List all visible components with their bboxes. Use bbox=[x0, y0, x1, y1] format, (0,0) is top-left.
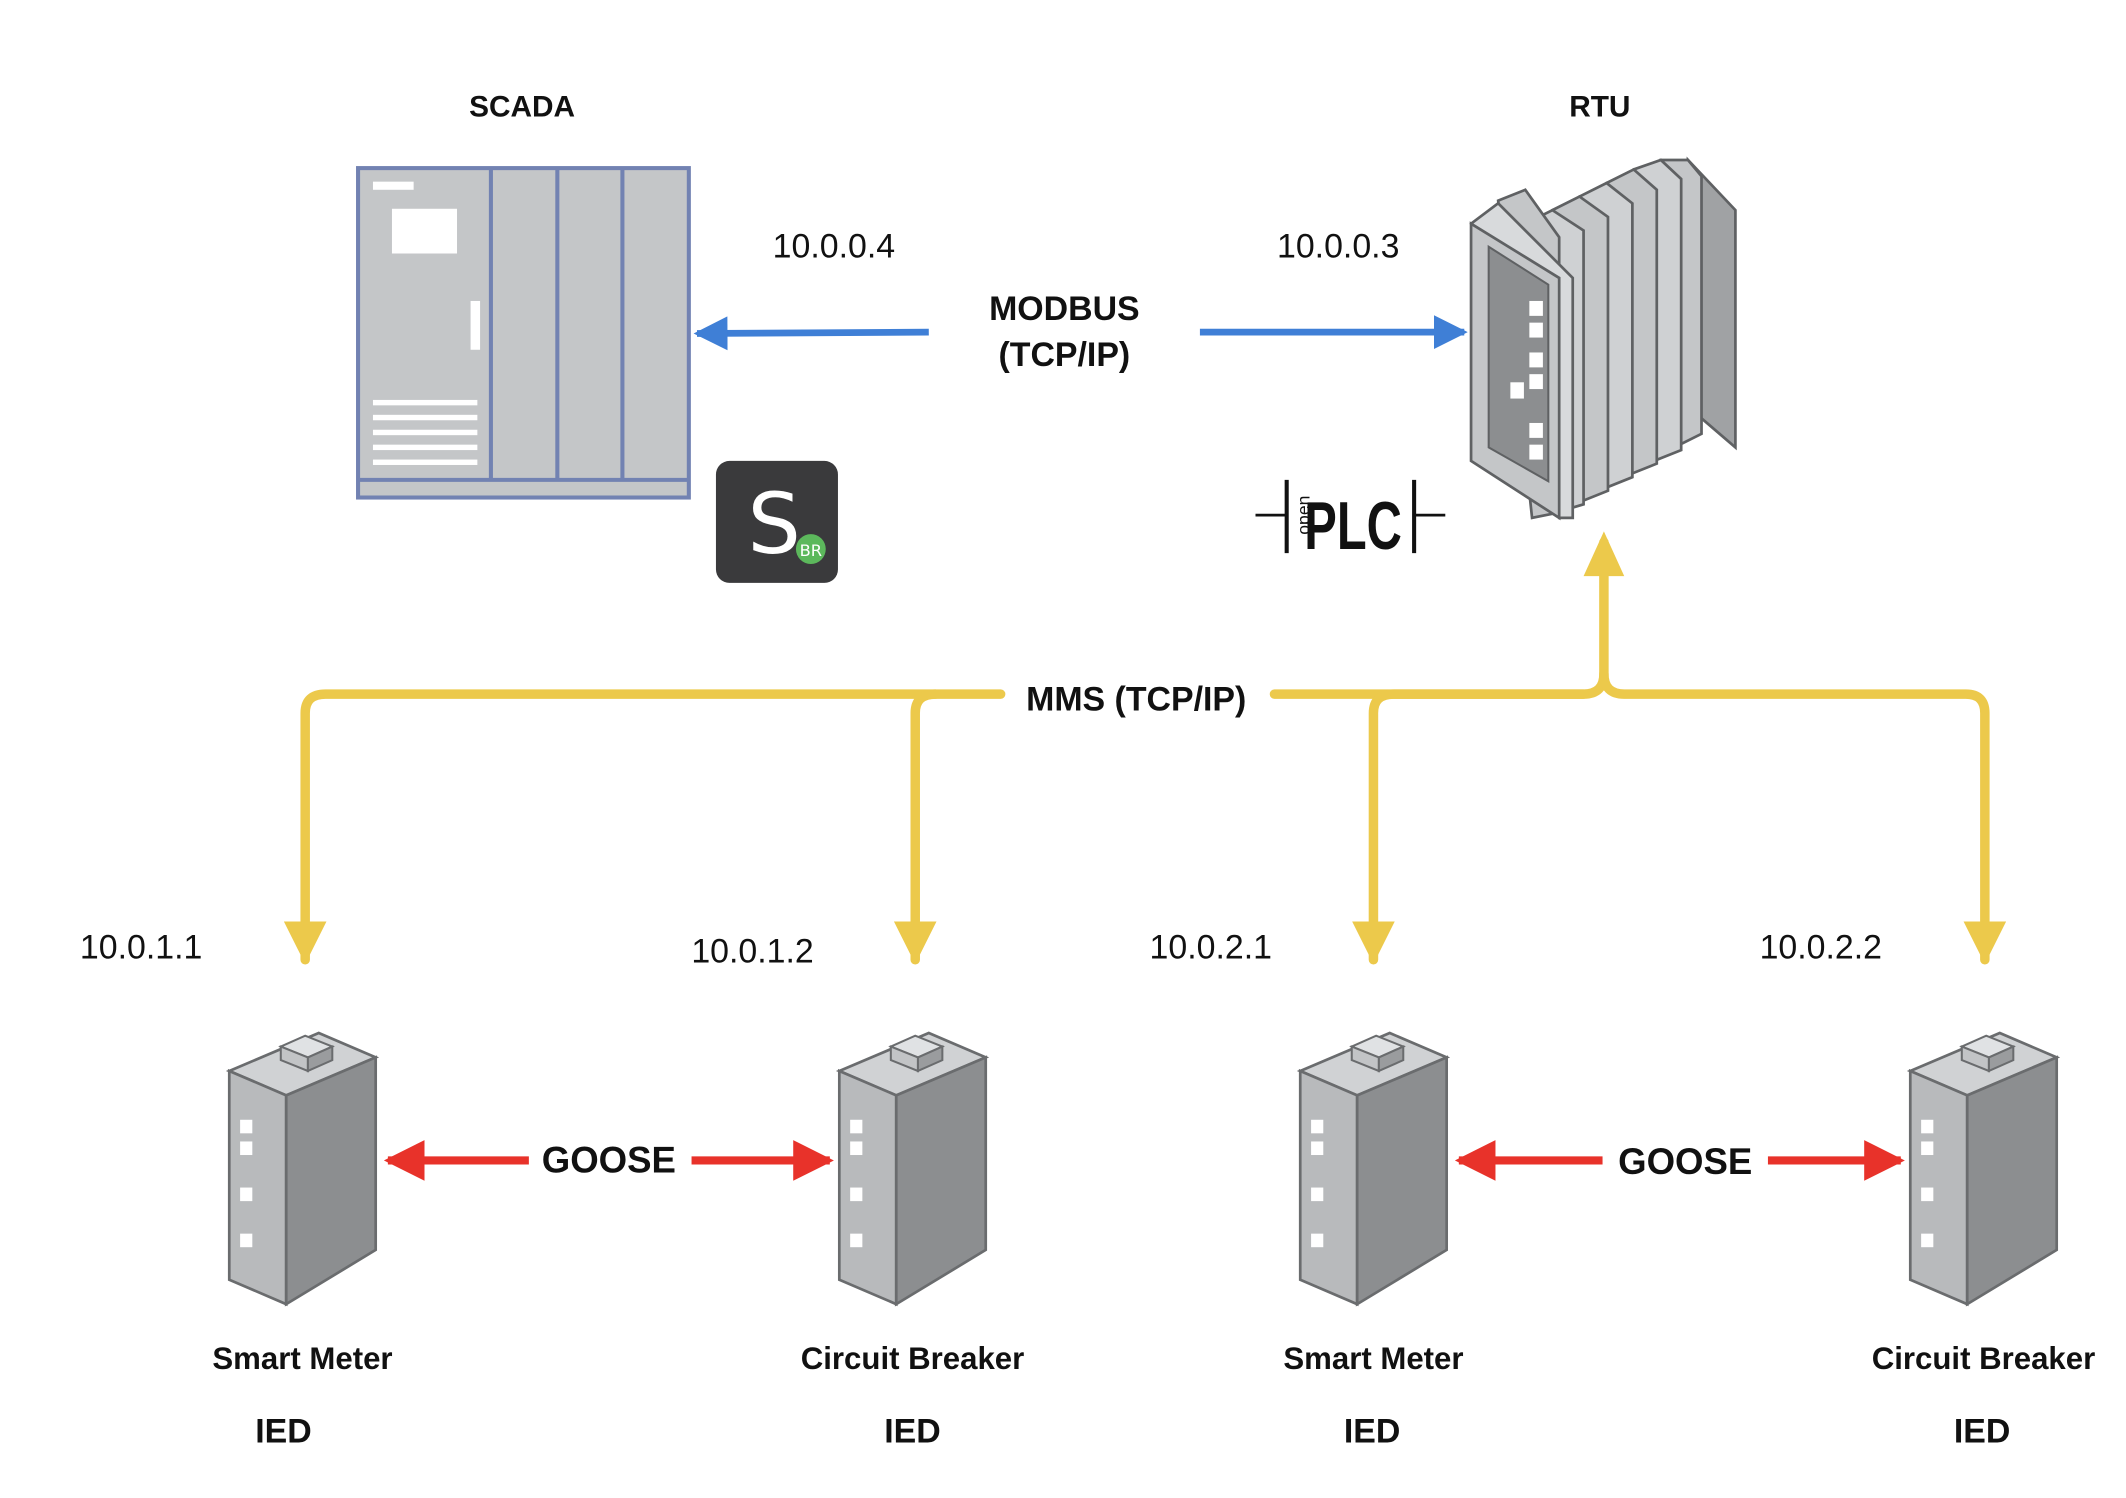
modbus-arrow-to-scada bbox=[693, 316, 929, 351]
modbus-sublabel: (TCP/IP) bbox=[998, 336, 1130, 374]
openplc-logo: open PLC bbox=[1255, 479, 1446, 564]
ied-2-type: IED bbox=[884, 1412, 940, 1450]
ied-3-name: Smart Meter bbox=[1283, 1341, 1463, 1376]
ied-3-type: IED bbox=[1344, 1412, 1400, 1450]
ied-4-ip: 10.0.2.2 bbox=[1760, 928, 1882, 966]
ied-2-device-icon bbox=[837, 1031, 988, 1306]
ied-4-name: Circuit Breaker bbox=[1872, 1341, 2096, 1376]
scada-title: SCADA bbox=[469, 91, 575, 124]
rtu-device-icon bbox=[1469, 156, 1737, 521]
openplc-logo-small: open bbox=[1294, 496, 1314, 535]
ied-2-name: Circuit Breaker bbox=[801, 1341, 1025, 1376]
rtu-ip: 10.0.0.3 bbox=[1277, 228, 1399, 266]
mms-bus bbox=[283, 537, 2007, 965]
scada-ip: 10.0.0.4 bbox=[773, 228, 895, 266]
mms-label: MMS (TCP/IP) bbox=[1026, 680, 1246, 718]
ied-1-ip: 10.0.1.1 bbox=[80, 928, 202, 966]
openplc-logo-main: PLC bbox=[1304, 489, 1402, 564]
ied-1-type: IED bbox=[255, 1412, 311, 1450]
scadabr-logo-letter: S bbox=[748, 475, 801, 573]
scadabr-logo: S BR bbox=[715, 460, 838, 583]
mms-arrow-to-rtu bbox=[1583, 531, 1625, 577]
ied-4-device-icon bbox=[1908, 1031, 2059, 1306]
ied-1-device-icon bbox=[227, 1031, 378, 1306]
goose-left-label: GOOSE bbox=[542, 1140, 676, 1181]
ied-1-name: Smart Meter bbox=[212, 1341, 392, 1376]
ied-4-type: IED bbox=[1954, 1412, 2010, 1450]
scada-server-icon bbox=[356, 166, 691, 500]
ied-2-ip: 10.0.1.2 bbox=[691, 933, 813, 971]
modbus-label: MODBUS bbox=[989, 290, 1140, 328]
ied-3-ip: 10.0.2.1 bbox=[1150, 928, 1272, 966]
scadabr-logo-sub: BR bbox=[800, 541, 822, 560]
rtu-title: RTU bbox=[1569, 91, 1630, 124]
ied-3-device-icon bbox=[1298, 1031, 1449, 1306]
goose-right-label: GOOSE bbox=[1618, 1141, 1752, 1182]
